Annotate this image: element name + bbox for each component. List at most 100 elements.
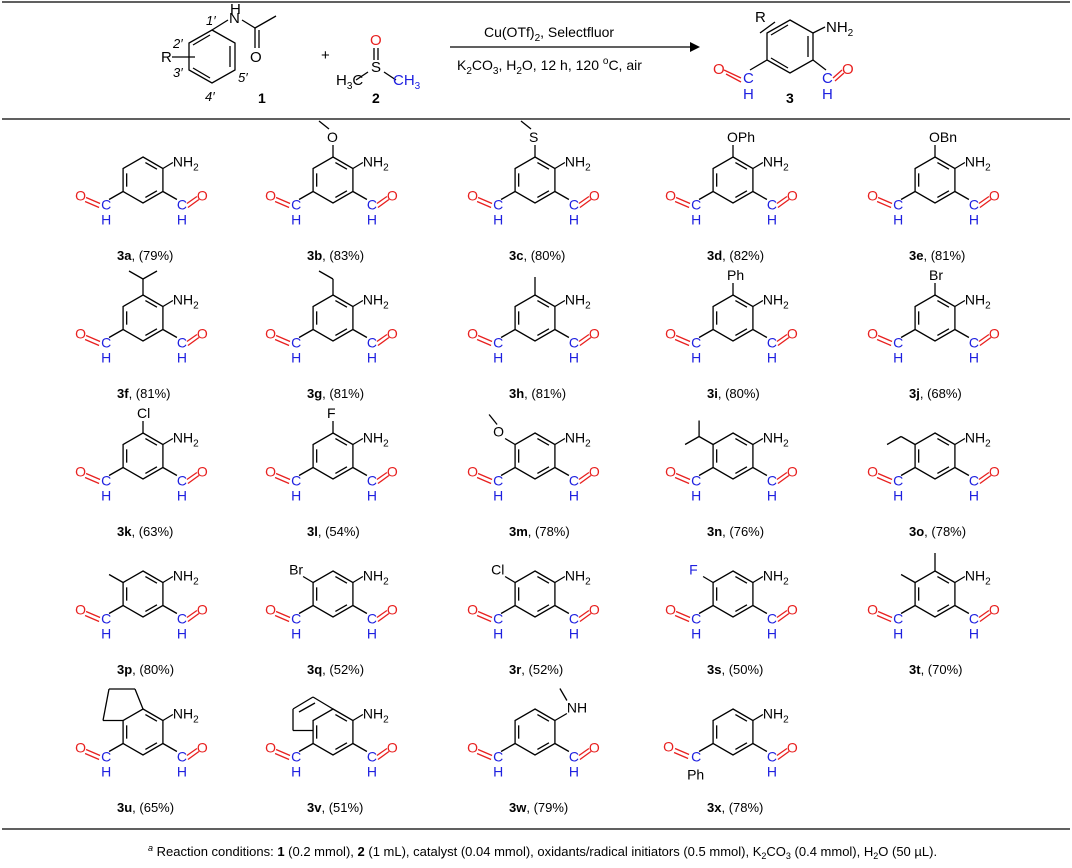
compound-id: 3u (117, 800, 132, 815)
aldehyde-oxygen: O (787, 740, 798, 756)
compound-id: 3l (307, 524, 318, 539)
aldehyde-group: CHO (367, 326, 398, 366)
aldehyde-carbon: C (291, 749, 301, 765)
aldehyde-group: CHO (767, 740, 798, 780)
substituent-label: OBn (929, 129, 957, 145)
aldehyde-carbon: C (767, 611, 777, 627)
compound-yield: , (81%) (923, 248, 965, 263)
svg-text:C: C (822, 70, 833, 87)
compound-yield: , (76%) (722, 524, 764, 539)
aldehyde-hydrogen: H (493, 764, 503, 780)
benzene-ring (122, 156, 164, 204)
reaction-arrowhead (690, 42, 700, 52)
aldehyde-hydrogen: H (569, 212, 579, 228)
compound-caption: 3o, (78%) (909, 524, 966, 539)
benzene-ring (712, 432, 754, 480)
benzene-ring (514, 294, 556, 342)
aldehyde-group: CHO (467, 602, 503, 642)
svg-text:O: O (842, 61, 854, 78)
compound-yield: , (78%) (528, 524, 570, 539)
aldehyde-group: CHO (969, 602, 1000, 642)
aldehyde-hydrogen: H (893, 626, 903, 642)
aldehyde-oxygen: O (265, 326, 276, 342)
aldehyde-carbon: C (367, 335, 377, 351)
compound-yield: , (82%) (722, 248, 764, 263)
compound-id: 3r (509, 662, 521, 677)
aldehyde-hydrogen: H (493, 350, 503, 366)
aldehyde-hydrogen: H (569, 350, 579, 366)
aldehyde-carbon: C (569, 749, 579, 765)
svg-text:H: H (822, 86, 833, 103)
aldehyde-carbon: C (569, 611, 579, 627)
plus-sign: + (321, 47, 330, 64)
aldehyde-carbon: C (291, 197, 301, 213)
aldehyde-group: CHO (767, 188, 798, 228)
aldehyde-carbon: C (101, 197, 111, 213)
amino-label: NH2 (763, 154, 789, 174)
compound-yield: , (80%) (523, 248, 565, 263)
benzene-ring (122, 570, 164, 618)
aldehyde-oxygen: O (75, 740, 86, 756)
aldehyde-carbon: C (969, 197, 979, 213)
aldehyde-hydrogen: H (101, 488, 111, 504)
aldehyde-hydrogen: H (767, 626, 777, 642)
aldehyde-hydrogen: H (893, 488, 903, 504)
aldehyde-oxygen: O (589, 464, 600, 480)
amino-label: NH (567, 700, 587, 716)
aldehyde-group: CHO (665, 464, 701, 504)
aldehyde-carbon: C (893, 335, 903, 351)
aldehyde-group: CHO (177, 740, 208, 780)
phenyl-label: Ph (687, 767, 704, 783)
reactant-1-label: 1 (258, 90, 266, 106)
compound-caption: 3q, (52%) (307, 662, 364, 677)
aldehyde-oxygen: O (665, 326, 676, 342)
compound-id: 3d (707, 248, 722, 263)
aldehyde-carbon: C (367, 749, 377, 765)
aldehyde-oxygen: O (265, 740, 276, 756)
aldehyde-carbon: C (177, 197, 187, 213)
amino-label: NH2 (363, 292, 389, 312)
pos-5: 5′ (238, 70, 248, 85)
aldehyde-group: CHO (569, 602, 600, 642)
aldehyde-oxygen: O (589, 326, 600, 342)
compound-caption: 3m, (78%) (509, 524, 570, 539)
aldehyde-hydrogen: H (969, 212, 979, 228)
compound-caption: 3j, (68%) (909, 386, 962, 401)
substituent-label: Cl (137, 405, 150, 421)
compound-caption: 3b, (83%) (307, 248, 364, 263)
aldehyde-carbon: C (767, 749, 777, 765)
aldehyde-hydrogen: H (691, 626, 701, 642)
reactant-2-label: 2 (372, 90, 380, 106)
aldehyde-carbon: C (177, 749, 187, 765)
aldehyde-hydrogen: H (177, 764, 187, 780)
aldehyde-oxygen: O (989, 326, 1000, 342)
aldehyde-oxygen: O (75, 464, 86, 480)
aldehyde-hydrogen: H (177, 626, 187, 642)
aldehyde-hydrogen: H (291, 626, 301, 642)
amino-label: NH2 (173, 568, 199, 588)
compound-yield: , (70%) (921, 662, 963, 677)
aldehyde-carbon: C (367, 473, 377, 489)
aldehyde-oxygen: O (387, 464, 398, 480)
aldehyde-oxygen: O (75, 602, 86, 618)
benzene-ring (712, 294, 754, 342)
compound-yield: , (54%) (318, 524, 360, 539)
aldehyde-carbon: C (969, 335, 979, 351)
compound-id: 3i (707, 386, 718, 401)
aldehyde-group: CHO (177, 188, 208, 228)
aldehyde-carbon: C (177, 473, 187, 489)
ketone-carbon: C (691, 749, 701, 765)
amino-label: NH2 (363, 568, 389, 588)
methoxy-oxygen: O (493, 424, 504, 440)
compound-id: 3f (117, 386, 129, 401)
aldehyde-oxygen: O (387, 326, 398, 342)
aldehyde-carbon: C (101, 335, 111, 351)
amino-label: NH2 (763, 430, 789, 450)
aldehyde-carbon: C (969, 473, 979, 489)
aldehyde-group: CHO (969, 188, 1000, 228)
